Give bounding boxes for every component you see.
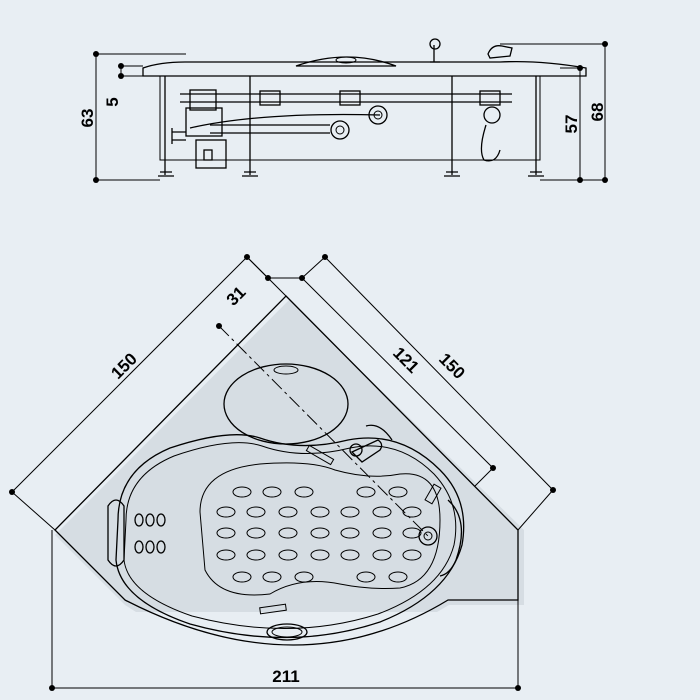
- jet-nozzle: [278, 506, 298, 518]
- control-button[interactable]: [424, 483, 442, 505]
- jet-nozzle: [232, 486, 252, 498]
- jet-nozzle: [246, 549, 266, 561]
- tub-rim: [142, 60, 587, 77]
- jet-nozzle: [216, 527, 236, 539]
- massage-jets: [216, 486, 422, 583]
- jet-nozzle: [340, 549, 360, 561]
- tub-basin: [115, 434, 465, 639]
- jet-nozzle: [278, 549, 298, 561]
- jet-nozzle: [402, 549, 422, 561]
- jet-nozzle: [340, 527, 360, 539]
- dim-corner-offset: 31: [223, 283, 250, 310]
- jet-nozzle: [216, 549, 236, 561]
- tub-outline: [54, 295, 519, 646]
- faucet-side: [430, 45, 440, 63]
- jet-nozzle: [278, 527, 298, 539]
- jet-nozzle: [294, 571, 314, 583]
- headrest-pillow: [223, 363, 349, 445]
- jet-nozzle: [262, 571, 282, 583]
- seat-area: [199, 462, 441, 596]
- jet-nozzle: [388, 486, 408, 498]
- dim-leg-height: 57: [562, 115, 581, 134]
- pipework: [180, 90, 512, 134]
- dim-height-with-faucet: 68: [588, 103, 607, 122]
- jet-nozzle: [402, 527, 422, 539]
- jet-nozzle: [232, 571, 252, 583]
- jet-nozzle: [294, 486, 314, 498]
- side-view: 63 5 57 68: [78, 38, 608, 183]
- jet-nozzle: [372, 527, 392, 539]
- top-view: 150 31 121 150 211: [9, 254, 556, 691]
- handshower-hose: [439, 499, 462, 577]
- jet-nozzle: [372, 506, 392, 518]
- dim-width: 211: [272, 667, 299, 686]
- tub-shadow: [55, 300, 524, 612]
- jet-nozzle: [216, 506, 236, 518]
- jet-nozzle: [246, 506, 266, 518]
- jet-nozzle: [402, 506, 422, 518]
- shower-holder-side: [487, 45, 513, 59]
- jet-nozzle: [310, 506, 330, 518]
- headrest-indent: [273, 365, 299, 375]
- dim-total-height: 63: [78, 109, 97, 128]
- jet-nozzle: [340, 506, 360, 518]
- logo-plate-side: [335, 56, 357, 64]
- jet-nozzle: [310, 549, 330, 561]
- pump-motor: [171, 89, 227, 169]
- drain-icon[interactable]: [418, 526, 438, 546]
- jet-nozzle: [310, 527, 330, 539]
- dim-rim-thickness: 5: [103, 97, 122, 106]
- dim-side-right: 150: [435, 349, 468, 382]
- tub-body-side: [159, 76, 541, 161]
- jet-fittings: [330, 105, 501, 162]
- side-headrest: [107, 499, 125, 567]
- jet-nozzle: [372, 549, 392, 561]
- overflow-slot: [259, 603, 287, 615]
- jet-nozzle: [356, 571, 376, 583]
- dimension-lines-side: [93, 41, 608, 183]
- jet-nozzle: [262, 486, 282, 498]
- dimension-lines-top: [9, 254, 556, 691]
- tub-basin-inner: [123, 442, 457, 629]
- side-jets: [134, 513, 166, 554]
- faucet-top[interactable]: [349, 424, 393, 463]
- jet-nozzle: [388, 571, 408, 583]
- logo-plate: [266, 623, 308, 641]
- jet-nozzle: [246, 527, 266, 539]
- pillow-fitting: [305, 444, 335, 466]
- dim-diagonal-inner: 121: [389, 343, 422, 376]
- dim-side-left: 150: [107, 349, 140, 382]
- jet-nozzle: [356, 486, 376, 498]
